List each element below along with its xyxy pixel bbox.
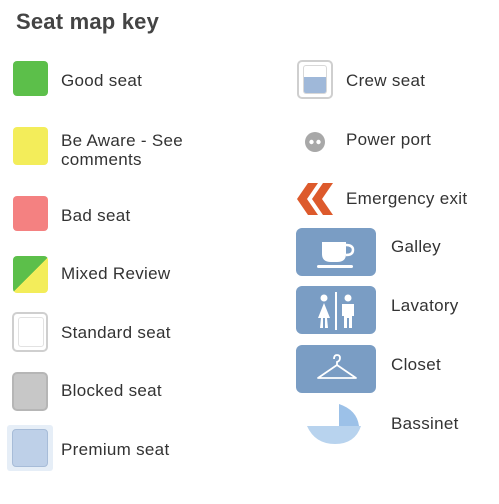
good-seat-label: Good seat — [61, 71, 143, 90]
power-port-icon — [305, 132, 325, 152]
galley-icon-box — [296, 228, 376, 276]
bassinet-icon — [307, 404, 361, 444]
premium-seat-label: Premium seat — [61, 440, 170, 459]
lavatory-icon-box — [296, 286, 376, 334]
good-seat-swatch — [13, 61, 48, 96]
premium-seat-swatch — [7, 425, 53, 471]
lavatory-label: Lavatory — [391, 296, 459, 315]
power-port-label: Power port — [346, 130, 432, 149]
hanger-icon — [317, 354, 357, 379]
closet-label: Closet — [391, 355, 441, 374]
bad-seat-swatch — [13, 196, 48, 231]
crew-seat-label: Crew seat — [346, 71, 426, 90]
closet-icon-box — [296, 345, 376, 393]
be-aware-label: Be Aware - See comments — [61, 131, 184, 169]
blocked-seat-label: Blocked seat — [61, 381, 162, 400]
page-title: Seat map key — [16, 9, 160, 34]
crew-seat-icon — [297, 60, 333, 99]
standard-seat-swatch — [12, 312, 48, 352]
coffee-cup-icon — [317, 242, 355, 268]
blocked-seat-swatch — [12, 372, 48, 411]
mixed-review-swatch — [13, 256, 48, 293]
mixed-review-label: Mixed Review — [61, 264, 171, 283]
bad-seat-label: Bad seat — [61, 206, 131, 225]
restroom-icon — [318, 292, 354, 330]
galley-label: Galley — [391, 237, 441, 256]
emergency-exit-label: Emergency exit — [346, 189, 468, 208]
emergency-exit-icon — [297, 183, 333, 215]
be-aware-swatch — [13, 127, 48, 165]
bassinet-label: Bassinet — [391, 414, 459, 433]
standard-seat-label: Standard seat — [61, 323, 171, 342]
